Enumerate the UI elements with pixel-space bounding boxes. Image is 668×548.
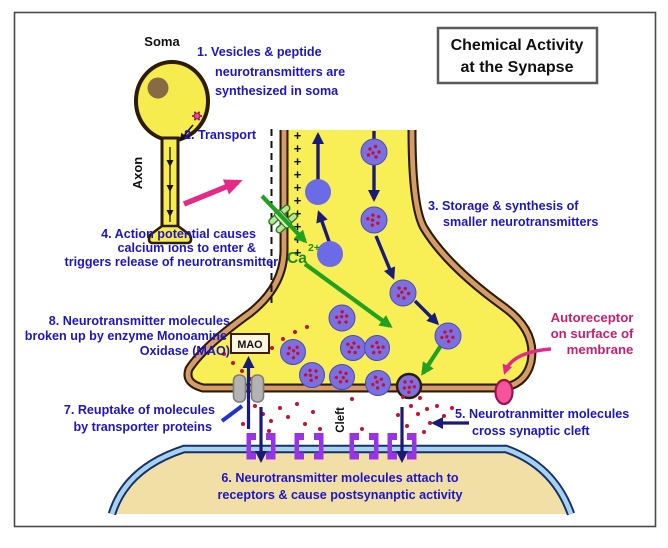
filled-vesicle — [364, 335, 390, 361]
filled-vesicle — [434, 322, 462, 350]
transport-arrowhead-icon — [166, 185, 174, 192]
step8-line: 8. Neurotransmitter molecules — [49, 314, 230, 328]
filled-vesicle — [360, 206, 388, 234]
plus-charge: + — [294, 193, 302, 208]
vesicle-fusion-arrow — [421, 342, 444, 376]
vesicle-to-axon-arrow — [179, 124, 194, 142]
step6-line: 6. Neurotransmitter molecules attach to — [221, 471, 459, 485]
transporter-protein — [232, 374, 265, 403]
peptide-vesicle-icon — [192, 111, 202, 121]
plus-charge: + — [294, 219, 302, 234]
calcium-charge-label: 2+ — [308, 242, 320, 254]
vesicles — [280, 138, 462, 400]
step8-line: broken up by enzyme Monoamine — [25, 329, 227, 343]
terminal-membrane-band — [185, 129, 535, 391]
step5-line: 5. Neurotranmitter molecules — [455, 407, 629, 421]
axon-terminal-foot — [147, 224, 193, 245]
step8-line: Oxidase (MAO) — [140, 344, 230, 358]
vesicle-down-arrow — [374, 235, 396, 280]
filled-vesicle — [299, 362, 325, 388]
step4-line: triggers release of neurotransmitter — [65, 255, 279, 269]
step7-line: 7. Reuptake of molecules — [64, 403, 215, 417]
filled-vesicle — [329, 364, 355, 390]
title-box: Chemical Activity at the Synapse — [436, 26, 599, 85]
step1-line: synthesized in soma — [215, 84, 339, 98]
empty-vesicle — [317, 241, 343, 267]
step3-line: 3. Storage & synthesis of — [428, 199, 579, 213]
autoreceptor-line: membrane — [567, 342, 634, 357]
calcium-label: Ca — [287, 250, 307, 267]
filled-vesicle — [365, 370, 391, 396]
axon — [147, 136, 193, 245]
diagram-title-line2: at the Synapse — [461, 59, 574, 76]
nucleus — [147, 77, 169, 99]
step1-line: neurotransmitters are — [215, 65, 345, 79]
cleft-label: Cleft — [335, 407, 347, 433]
step1-line: 1. Vesicles & peptide — [197, 45, 322, 59]
mao-label: MAO — [237, 339, 262, 351]
step6-line: receptors & cause postsynanptic activity — [218, 488, 463, 502]
step1-text: 1. Vesicles & peptide neurotransmitters … — [197, 45, 345, 98]
step7-line: by transporter proteins — [73, 420, 212, 434]
autoreceptor-line: Autoreceptor — [551, 310, 634, 325]
step3-text: 3. Storage & synthesis of smaller neurot… — [428, 199, 598, 229]
mao-enzyme-box: MAO — [230, 333, 270, 354]
filled-vesicle — [280, 339, 306, 365]
empty-vesicle — [305, 179, 331, 205]
soma — [134, 60, 210, 142]
step6-text: 6. Neurotransmitter molecules attach to … — [218, 471, 463, 502]
filled-vesicle — [389, 279, 417, 307]
axon-label: Axon — [130, 157, 145, 190]
filled-vesicle — [340, 335, 366, 361]
autoreceptor-line: on surface of — [551, 326, 634, 341]
step4-text: 4. Action potential causes calcium ions … — [65, 227, 279, 269]
autoreceptor-pointer-arrow — [502, 347, 552, 375]
plus-charge: + — [294, 154, 302, 169]
transport-arrowhead-icon — [166, 160, 174, 167]
postsynaptic-cytoplasm — [112, 449, 571, 514]
action-potential-arrow — [182, 179, 243, 207]
plus-charge: + — [294, 167, 302, 182]
plus-charge: + — [294, 180, 302, 195]
calcium-entry-arrow — [260, 194, 308, 244]
autoreceptor-text: Autoreceptor on surface of membrane — [551, 310, 634, 357]
plus-charge: + — [294, 245, 302, 260]
step3-line: smaller neurotransmitters — [443, 215, 598, 229]
plus-charge: + — [294, 206, 302, 221]
postsynaptic-cell — [107, 444, 576, 516]
diagram-title-line1: Chemical Activity — [451, 37, 584, 54]
postsynaptic-membrane-band — [109, 446, 574, 515]
soma-label: Soma — [144, 34, 180, 49]
step8-text: 8. Neurotransmitter molecules broken up … — [25, 314, 230, 358]
reuptake-pointer-line — [220, 404, 244, 423]
vesicle-down-arrow — [413, 299, 440, 326]
autoreceptor — [494, 378, 514, 406]
fused-vesicle — [395, 372, 423, 400]
filled-vesicle — [360, 138, 388, 166]
step5-text: 5. Neurotranmitter molecules cross synap… — [455, 407, 629, 438]
step4-line: calcium ions to enter & — [117, 241, 256, 255]
membrane-charge-column: + + + + + + + + + + — [294, 128, 302, 260]
filled-vesicle — [328, 304, 356, 332]
plus-charge: + — [294, 141, 302, 156]
step2-text: 2. Transport — [184, 128, 257, 142]
plus-charge: + — [294, 128, 302, 143]
step5-line: cross synaptic cleft — [472, 424, 590, 438]
calcium-trigger-arrow — [303, 262, 393, 328]
step4-line: 4. Action potential causes — [101, 227, 256, 241]
step7-text: 7. Reuptake of molecules by transporter … — [64, 403, 215, 434]
transport-arrowhead-icon — [166, 210, 174, 217]
